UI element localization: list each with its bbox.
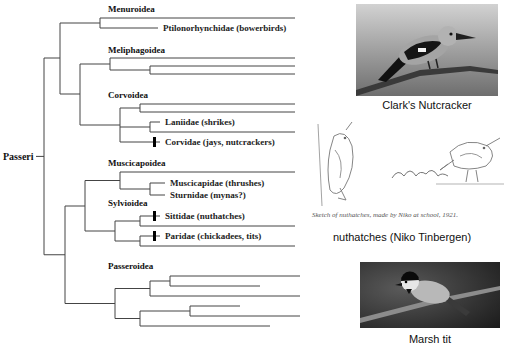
bird-legs: [428, 59, 438, 69]
nutcracker-photo: [356, 4, 498, 96]
sketch-wing: [335, 150, 341, 178]
sketch-eye: [344, 137, 347, 140]
photo-caption: nuthatches (Niko Tinbergen): [333, 231, 471, 243]
wing-patch: [418, 48, 426, 52]
sketch-tail: [338, 188, 346, 200]
photo-ground: [356, 4, 498, 96]
sketch-beak: [486, 138, 500, 146]
superfamily-label: Menuroidea: [108, 4, 155, 14]
sketch-perch: [436, 184, 504, 185]
trait-tick: [153, 231, 156, 241]
cladogram: [36, 18, 300, 326]
sketch-tail: [440, 160, 454, 170]
bird-cap: [401, 272, 419, 281]
family-label: Muscicapidae (thrushes): [170, 178, 264, 188]
superfamily-label: Muscicapoidea: [108, 158, 166, 168]
bird-eye: [405, 281, 408, 284]
photo-caption: Clark's Nutcracker: [382, 99, 472, 111]
bird-eye: [449, 32, 452, 35]
bird-beak: [456, 33, 476, 40]
family-label: Sittidae (nuthatches): [165, 211, 245, 221]
superfamily-label: Meliphagoidea: [108, 45, 165, 55]
bird-head: [438, 26, 458, 46]
bird-wing: [404, 41, 442, 60]
sketch-wing: [460, 153, 482, 158]
photo-ground: [360, 262, 500, 328]
sketch-eye: [483, 147, 486, 150]
trait-ticks: [153, 137, 156, 241]
family-label: Corvidae (jays, nutcrackers): [165, 137, 275, 147]
sketch-trunk: [318, 124, 322, 206]
tree-branches: [36, 18, 300, 326]
trait-tick: [153, 211, 156, 221]
sketch-note: Sketch of nuthatches, made by Niko at sc…: [312, 211, 458, 219]
signature-scribble: [392, 170, 448, 178]
branch: [356, 66, 498, 96]
sketch-beak: [346, 122, 352, 130]
family-label: Ptilonorhynchidae (bowerbirds): [163, 23, 286, 33]
bird-beak: [395, 283, 402, 286]
family-label: Laniidae (shrikes): [165, 117, 235, 127]
sketch-legs: [466, 170, 478, 182]
bird-bib: [406, 289, 412, 294]
superfamily-label: Corvoidea: [108, 90, 148, 100]
trait-tick: [153, 137, 156, 147]
sketch-bird: [328, 134, 353, 194]
superfamily-label: Passeroidea: [108, 261, 153, 271]
family-label: Paridae (chickadees, tits): [165, 231, 261, 241]
family-label: Sturnidae (mynas?): [170, 190, 246, 200]
root-label: Passeri: [3, 151, 34, 162]
photo-caption: Marsh tit: [409, 333, 451, 345]
superfamily-label: Sylvioidea: [108, 198, 148, 208]
nuthatch-sketch: [318, 122, 504, 206]
marsh-tit-photo: [360, 262, 500, 328]
